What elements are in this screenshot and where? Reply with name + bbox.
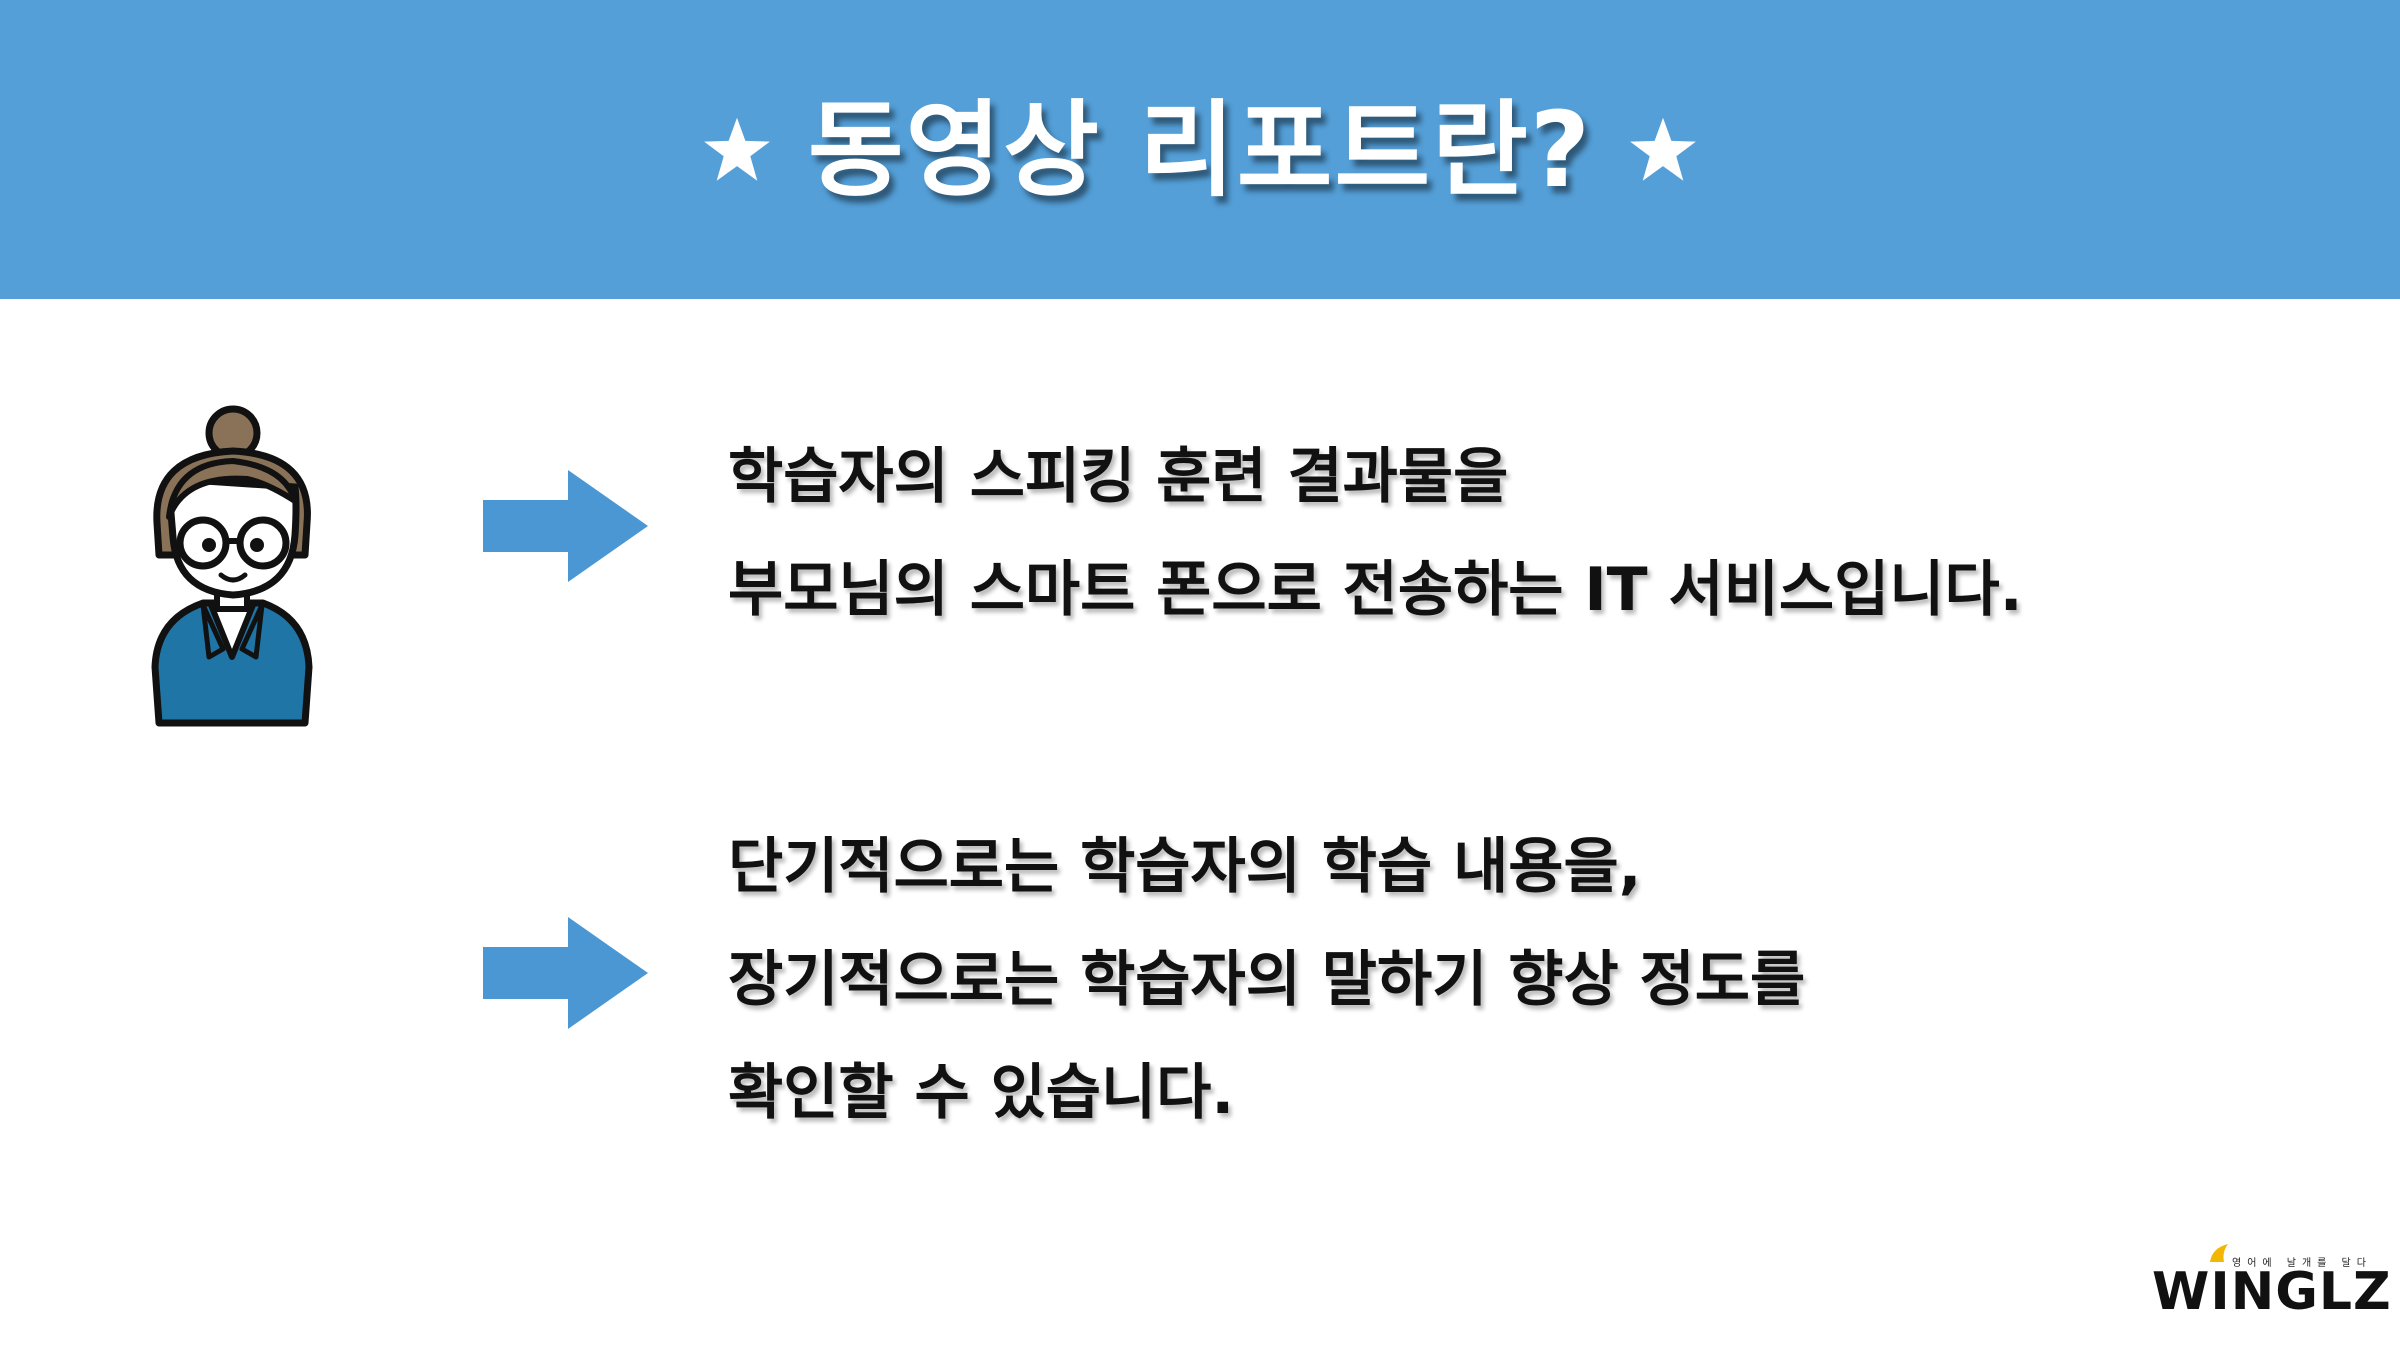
arrow-right-icon: [483, 917, 648, 1029]
description-line: 단기적으로는 학습자의 학습 내용을,: [728, 832, 1642, 902]
description-line: 학습자의 스피킹 훈련 결과물을: [728, 442, 1509, 512]
brand-logo: 영어에 날개를 달다 WINGLZ: [2150, 1240, 2391, 1320]
description-block-2: 단기적으로는 학습자의 학습 내용을, 장기적으로는 학습자의 말하기 향상 정…: [728, 822, 1805, 1161]
description-block-1: 학습자의 스피킹 훈련 결과물을 부모님의 스마트 폰으로 전송하는 IT 서비…: [728, 432, 2023, 658]
description-line: 부모님의 스마트 폰으로 전송하는 IT 서비스입니다.: [728, 555, 2023, 625]
wing-icon: [2210, 1244, 2228, 1262]
logo-wordmark: WINGLZ: [2152, 1262, 2392, 1322]
title-group: 동영상 리포트란?: [702, 98, 1698, 202]
star-icon: [703, 117, 770, 181]
arrow-right-icon: [483, 470, 648, 582]
page-title: 동영상 리포트란?: [807, 88, 1593, 211]
logo-tagline: 영어에 날개를 달다: [2232, 1258, 2372, 1269]
description-line: 확인할 수 있습니다.: [728, 1058, 1235, 1128]
header-banner: 동영상 리포트란?: [0, 0, 2400, 299]
star-icon: [1630, 117, 1697, 181]
description-line: 장기적으로는 학습자의 말하기 향상 정도를: [728, 945, 1806, 1015]
teacher-avatar-icon: [151, 405, 313, 727]
